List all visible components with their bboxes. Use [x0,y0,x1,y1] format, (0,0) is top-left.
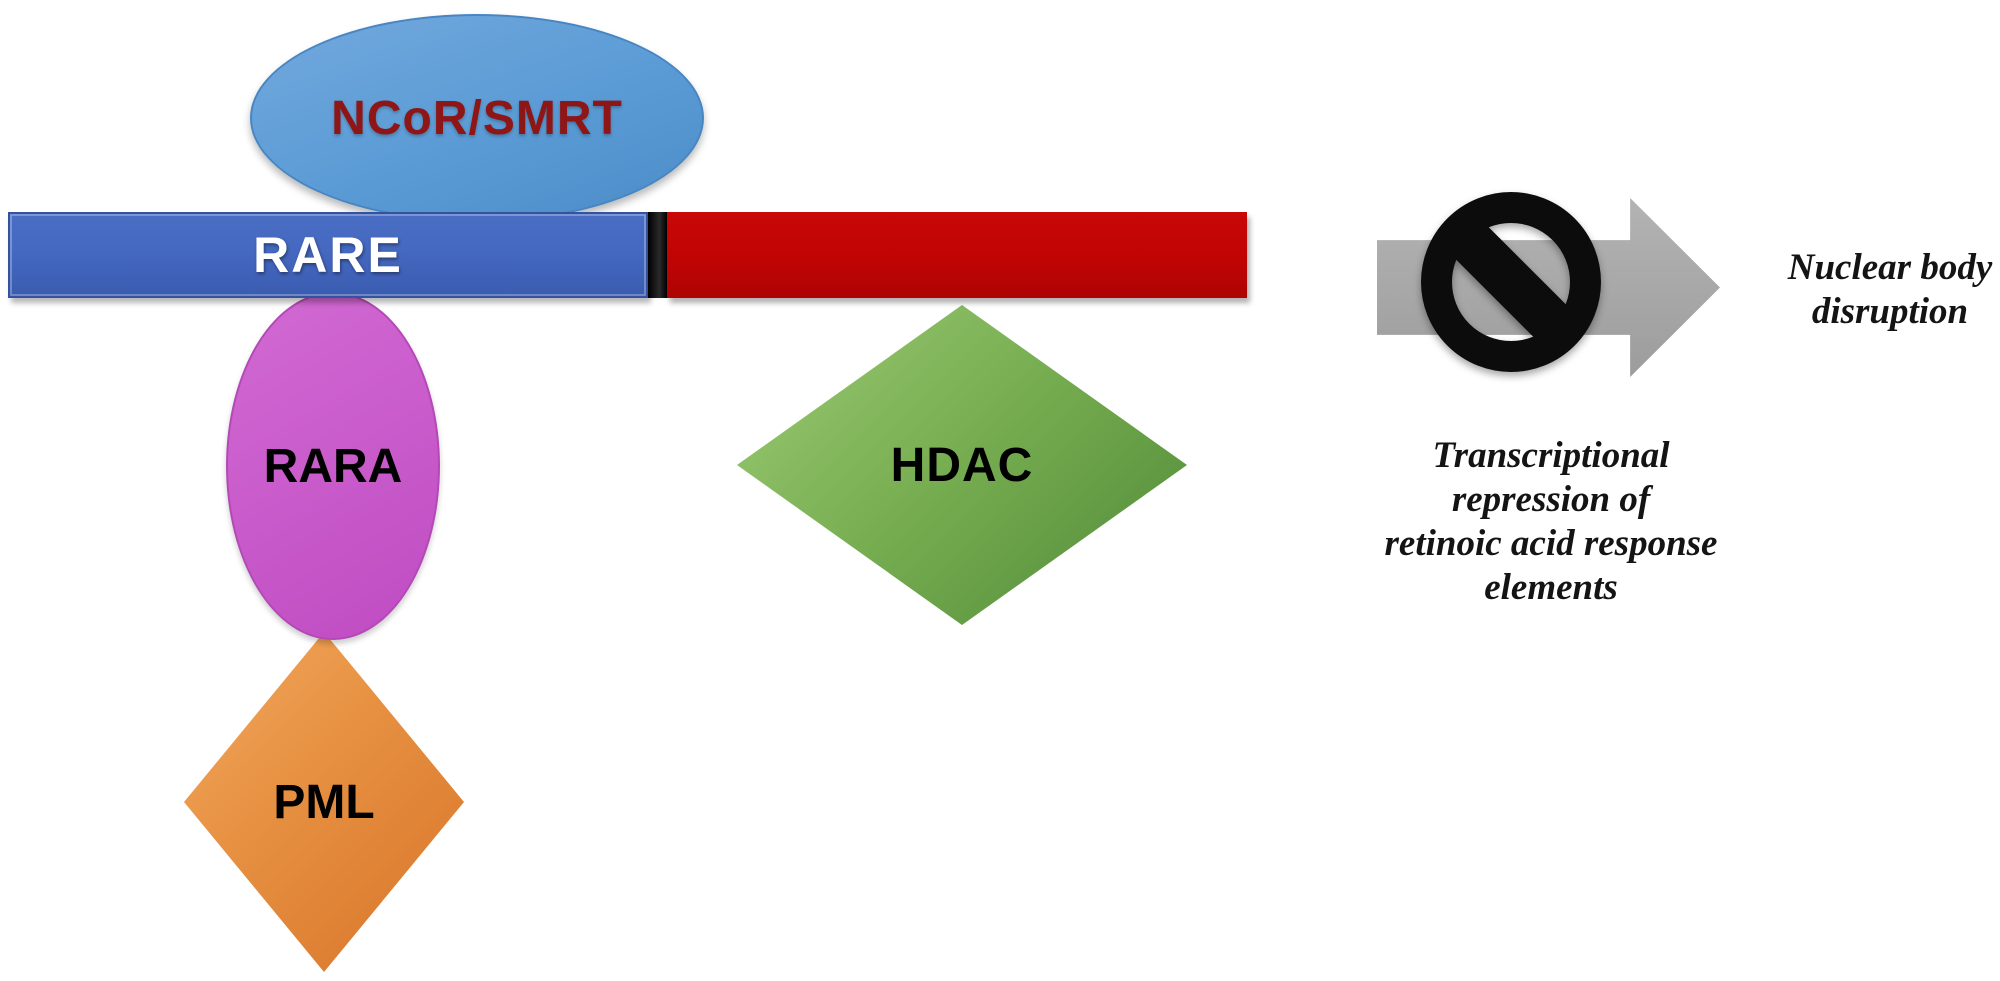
pml-label: PML [273,775,375,829]
rara-label: RARA [263,439,403,493]
pml-diamond: PML [184,632,464,972]
red-gene-bar [667,212,1247,298]
repression-line-3: retinoic acid response [1384,523,1718,564]
nuclear-body-line-1: Nuclear body [1787,247,1993,288]
nuclear-body-line-2: disruption [1811,291,1969,332]
hdac-diamond: HDAC [737,305,1187,625]
prohibition-icon [1421,192,1601,372]
rare-label: RARE [253,227,403,283]
repression-line-2: repression of [1451,479,1651,520]
repression-line-4: elements [1484,567,1618,608]
rara-ellipse: RARA [226,292,440,640]
rare-bar: RARE [8,212,648,298]
ncor-smrt-ellipse: NCoR/SMRT [250,14,704,222]
ncor-smrt-label: NCoR/SMRT [331,91,623,145]
hdac-label: HDAC [890,438,1034,492]
transcriptional-repression-text: Transcriptional repression of retinoic a… [1351,434,1751,610]
nuclear-body-disruption-text: Nuclear body disruption [1730,246,2000,334]
gene-bar-separator [648,212,667,298]
repression-line-1: Transcriptional [1432,435,1670,476]
